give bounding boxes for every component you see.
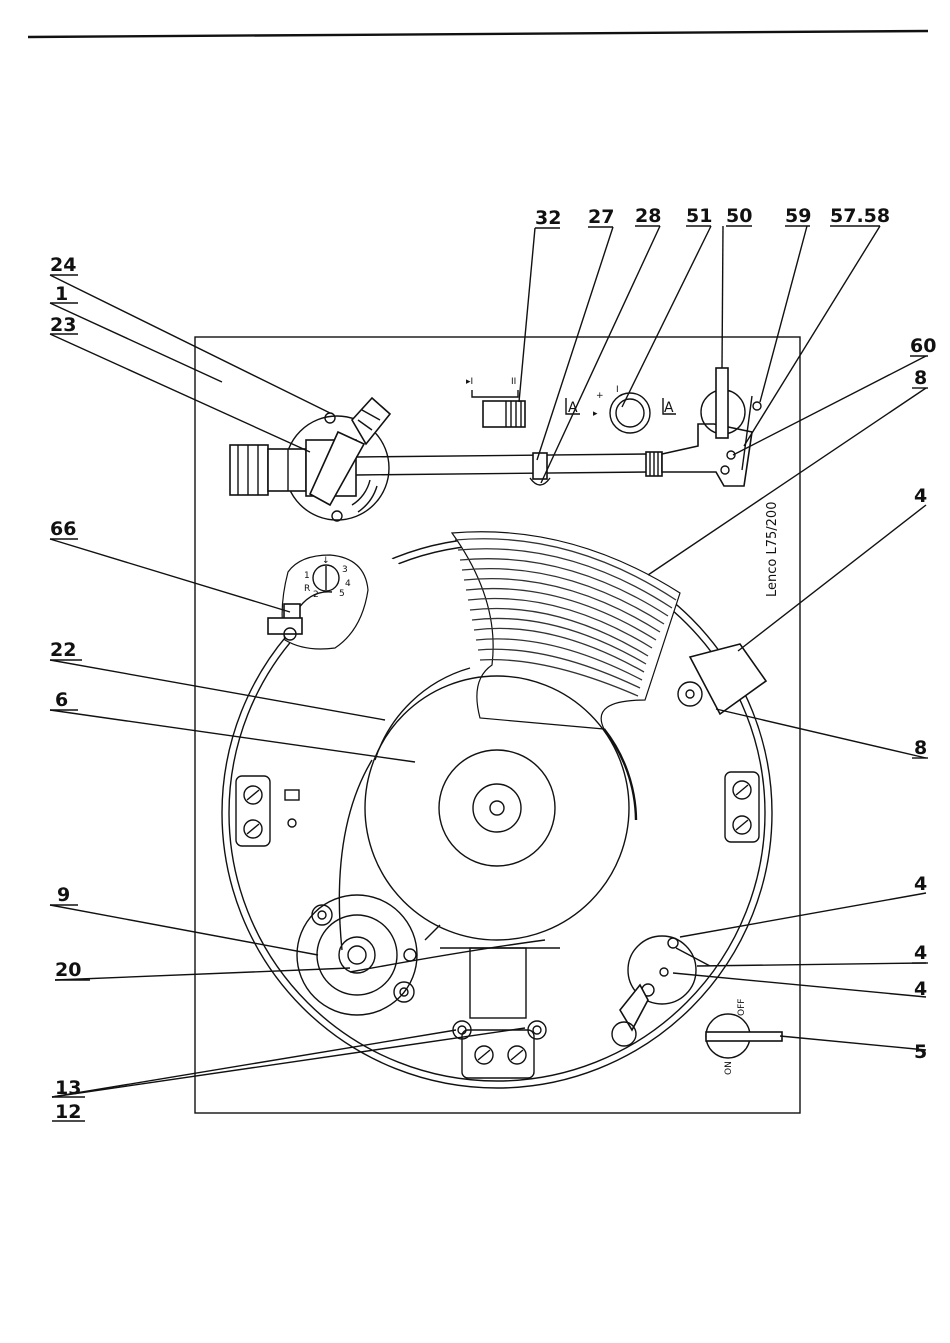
arm-rest [701,368,745,438]
callout-4-bracket: 4 [914,485,927,507]
switch-off-label: OFF [737,999,747,1016]
callout-57-58: 57.58 [830,205,890,227]
tonearm-pivot [230,398,390,521]
leader-lines [50,226,926,1097]
speed-mark-3: 3 [342,565,348,575]
callout-20: 20 [55,959,81,981]
callout-27: 27 [588,206,614,228]
callout-22: 22 [50,639,76,661]
callout-28: 28 [635,205,661,227]
svg-text:+: + [596,391,604,401]
headshell [662,396,761,486]
callout-8-mid: 8 [914,737,927,759]
speed-mark-1: 1 [304,571,310,581]
top-rule [28,31,928,37]
speed-mark-4: 4 [345,579,351,589]
switch-on-label: ON [724,1061,734,1075]
power-switch: ON OFF [706,999,782,1075]
callout-4-upper: 4 [914,873,927,895]
callout-51: 51 [686,205,712,227]
callout-5: 5 [914,1041,927,1063]
svg-text:I: I [616,385,619,395]
callout-1: 1 [55,283,68,305]
callout-59: 59 [785,205,811,227]
svg-text:↓: ↓ [322,556,330,566]
right-mount-plate [725,772,759,842]
callout-24: 24 [50,254,76,276]
callout-66: 66 [50,518,76,540]
speed-mark-r: R [304,584,310,594]
callout-6: 6 [55,689,68,711]
svg-text:▸I: ▸I [466,377,473,387]
callout-4-lower: 4 [914,978,927,1000]
callout-9: 9 [57,884,70,906]
arm-support-bracket [678,644,766,714]
callout-32: 32 [535,207,561,229]
callout-12: 12 [55,1101,81,1123]
svg-text:▸: ▸ [593,409,598,419]
left-mount-plate [236,776,299,846]
model-label: Lenco L75/200 [765,502,780,597]
switch-mechanism [612,936,710,1046]
callout-50: 50 [726,205,752,227]
slide-control: ▸I II [466,377,525,427]
callout-60: 60 [910,335,936,357]
tonearm [356,452,662,485]
lift-marker-a2: A [664,400,674,416]
motor [297,895,440,1015]
callout-23: 23 [50,314,76,336]
callout-4-middle: 4 [914,942,927,964]
motor-bracket [440,948,560,1078]
callout-13: 13 [55,1077,81,1099]
callout-8-top: 8 [914,367,927,389]
record-grooves [452,532,680,729]
svg-text:II: II [511,377,516,387]
speed-mark-5: 5 [339,589,345,599]
